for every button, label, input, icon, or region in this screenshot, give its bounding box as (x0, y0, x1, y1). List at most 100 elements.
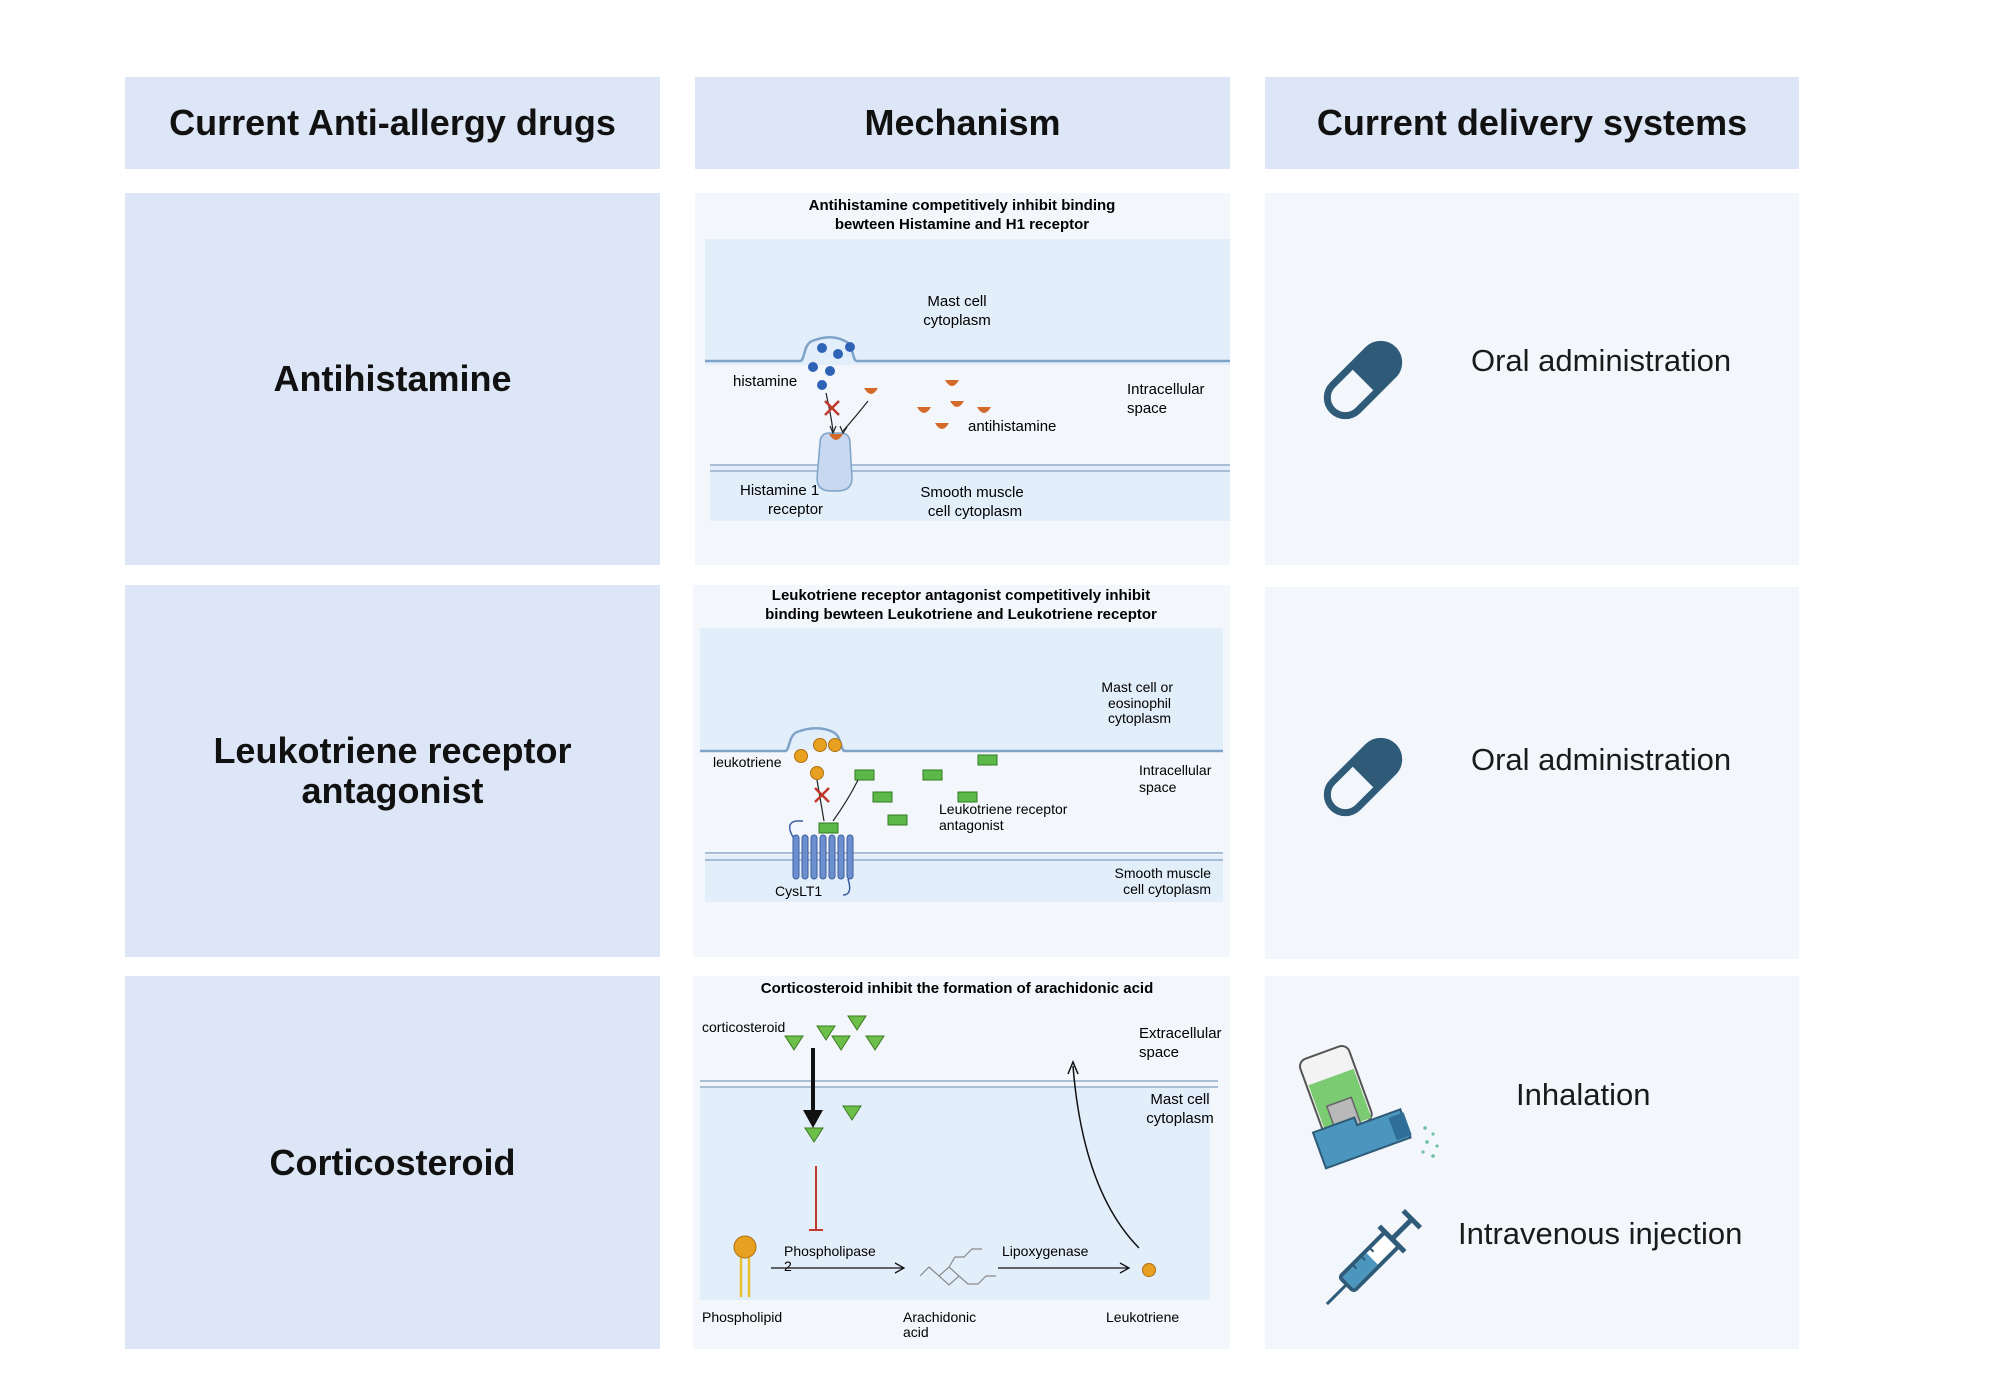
delivery-label-inhalation: Inhalation (1516, 1077, 1651, 1112)
arrowhead (1119, 1262, 1131, 1274)
arrowhead (839, 425, 848, 435)
antihistamine-molecules (864, 380, 991, 429)
antihistamine-molecule (945, 380, 959, 386)
histamine-molecules (808, 342, 855, 390)
phospholipid-shape (733, 1235, 757, 1297)
antihistamine-molecule (950, 401, 964, 407)
delivery-label: Oral administration (1471, 742, 1732, 777)
drug-name: Corticosteroid (269, 1141, 516, 1183)
antagonist-label-line2: antagonist (939, 817, 1004, 833)
mast-cell-label-line3: cytoplasm (1108, 710, 1171, 726)
leukotriene-molecule (828, 738, 842, 752)
histamine-molecule (845, 342, 855, 352)
entry-arrow-head (803, 1110, 823, 1128)
leukotriene-molecule (1142, 1263, 1156, 1277)
phospholipase-label-line1: Phospholipase (784, 1243, 876, 1259)
antagonist-label-line1: Leukotriene receptor (939, 801, 1068, 817)
antagonist-molecule (957, 791, 978, 803)
drug-antihistamine: Antihistamine (125, 193, 660, 565)
antagonist-molecule (872, 791, 893, 803)
delivery-corticosteroid: Inhalation Intravenous injection (1265, 976, 1799, 1349)
drug-name-line2: antagonist (301, 770, 484, 811)
pill-icon (1323, 737, 1403, 817)
antagonist-molecule (887, 814, 908, 826)
block-x-icon (814, 787, 830, 803)
corticosteroid-molecules (784, 1015, 885, 1143)
arrowhead (894, 1262, 906, 1274)
leukotriene-molecule (794, 749, 808, 763)
delivery-label: Oral administration (1471, 343, 1732, 378)
receptor-label-line1: Histamine 1 (740, 482, 819, 499)
leukotriene-label: Leukotriene (1106, 1309, 1179, 1325)
corticosteroid-label: corticosteroid (702, 1019, 785, 1035)
mast-cell-cytoplasm-region (700, 1086, 1210, 1300)
syringe-icon (1325, 1208, 1423, 1306)
antagonist-molecule (854, 769, 875, 781)
corticosteroid-molecule (847, 1015, 867, 1031)
mast-cell-label-line1: Mast cell or (1101, 679, 1173, 695)
receptor-tail (842, 878, 851, 896)
block-x-icon (824, 400, 840, 416)
antihistamine-molecule (977, 407, 991, 413)
antihistamine-molecule (917, 407, 931, 413)
histamine-molecule (833, 349, 843, 359)
header-drugs: Current Anti-allergy drugs (125, 77, 660, 169)
corticosteroid-molecule (831, 1035, 851, 1051)
arachidonic-acid-structure (919, 1248, 996, 1286)
antihistamine-molecule (935, 423, 949, 429)
extracellular-label-line1: Extracellular (1139, 1025, 1222, 1042)
header-mechanism-label: Mechanism (864, 102, 1061, 143)
header-drugs-label: Current Anti-allergy drugs (169, 102, 616, 143)
mechanism-title-line1: Leukotriene receptor antagonist competit… (772, 587, 1150, 604)
header-delivery-label: Current delivery systems (1316, 102, 1748, 143)
drug-leukotriene-antagonist: Leukotriene receptor antagonist (125, 585, 660, 957)
mechanism-title-line2: bewteen Histamine and H1 receptor (835, 216, 1089, 233)
antihistamine-arrow (842, 400, 869, 432)
histamine-arrow (825, 392, 834, 432)
corticosteroid-diagram: Corticosteroid inhibit the formation of … (700, 980, 1222, 1340)
corticosteroid-molecule (865, 1035, 885, 1051)
pill-icon (1323, 340, 1403, 420)
arachidonic-label-line2: acid (903, 1324, 929, 1340)
corticosteroid-molecule (816, 1025, 836, 1041)
arrowhead (1067, 1060, 1079, 1075)
delivery-label-injection: Intravenous injection (1458, 1216, 1743, 1251)
bound-antagonist (818, 822, 839, 834)
mast-cell-membrane (705, 336, 1230, 363)
antihistamine-diagram: Antihistamine competitively inhibit bind… (705, 197, 1230, 521)
smooth-muscle-label-line1: Smooth muscle (920, 484, 1023, 501)
histamine-molecule (817, 380, 827, 390)
antagonist-arrow (832, 779, 859, 822)
leukotriene-molecules (794, 738, 842, 780)
arachidonic-label-line1: Arachidonic (903, 1309, 976, 1325)
delivery-leukotriene-antagonist: Oral administration (1265, 587, 1799, 959)
receptor-loop (788, 820, 803, 838)
antihistamine-label: antihistamine (968, 418, 1056, 435)
drug-corticosteroid: Corticosteroid (125, 976, 660, 1349)
phospholipase-label-line2: 2 (784, 1258, 792, 1274)
mechanism-title-line1: Antihistamine competitively inhibit bind… (809, 197, 1116, 214)
mast-cell-label-line2: cytoplasm (1146, 1110, 1214, 1127)
header-delivery: Current delivery systems (1265, 77, 1799, 169)
drug-name: Antihistamine (273, 358, 512, 400)
mast-cell-cytoplasm-region (705, 239, 1230, 365)
corticosteroid-molecule (784, 1035, 804, 1051)
antagonist-molecules (854, 754, 998, 826)
corticosteroid-molecule (842, 1105, 862, 1121)
leukotriene-molecule (810, 766, 824, 780)
histamine-label: histamine (733, 373, 797, 390)
extracellular-label-line2: space (1139, 1044, 1179, 1061)
leukotriene-label: leukotriene (713, 754, 782, 770)
mast-cell-label-line2: eosinophil (1108, 695, 1171, 711)
smooth-muscle-region (710, 465, 1230, 521)
mast-cell-cytoplasm-region (700, 628, 1223, 750)
leukotriene-diagram: Leukotriene receptor antagonist competit… (700, 587, 1223, 902)
header-mechanism: Mechanism (695, 77, 1230, 169)
mechanism-leukotriene-antagonist: Leukotriene receptor antagonist competit… (693, 585, 1230, 957)
intracellular-label-line2: space (1139, 779, 1177, 795)
mast-cell-label-line2: cytoplasm (923, 312, 991, 329)
smooth-muscle-region (705, 855, 1223, 902)
drug-name-line1: Leukotriene receptor (213, 730, 572, 772)
inhaler-icon (1299, 1044, 1439, 1170)
antagonist-molecule (977, 754, 998, 766)
